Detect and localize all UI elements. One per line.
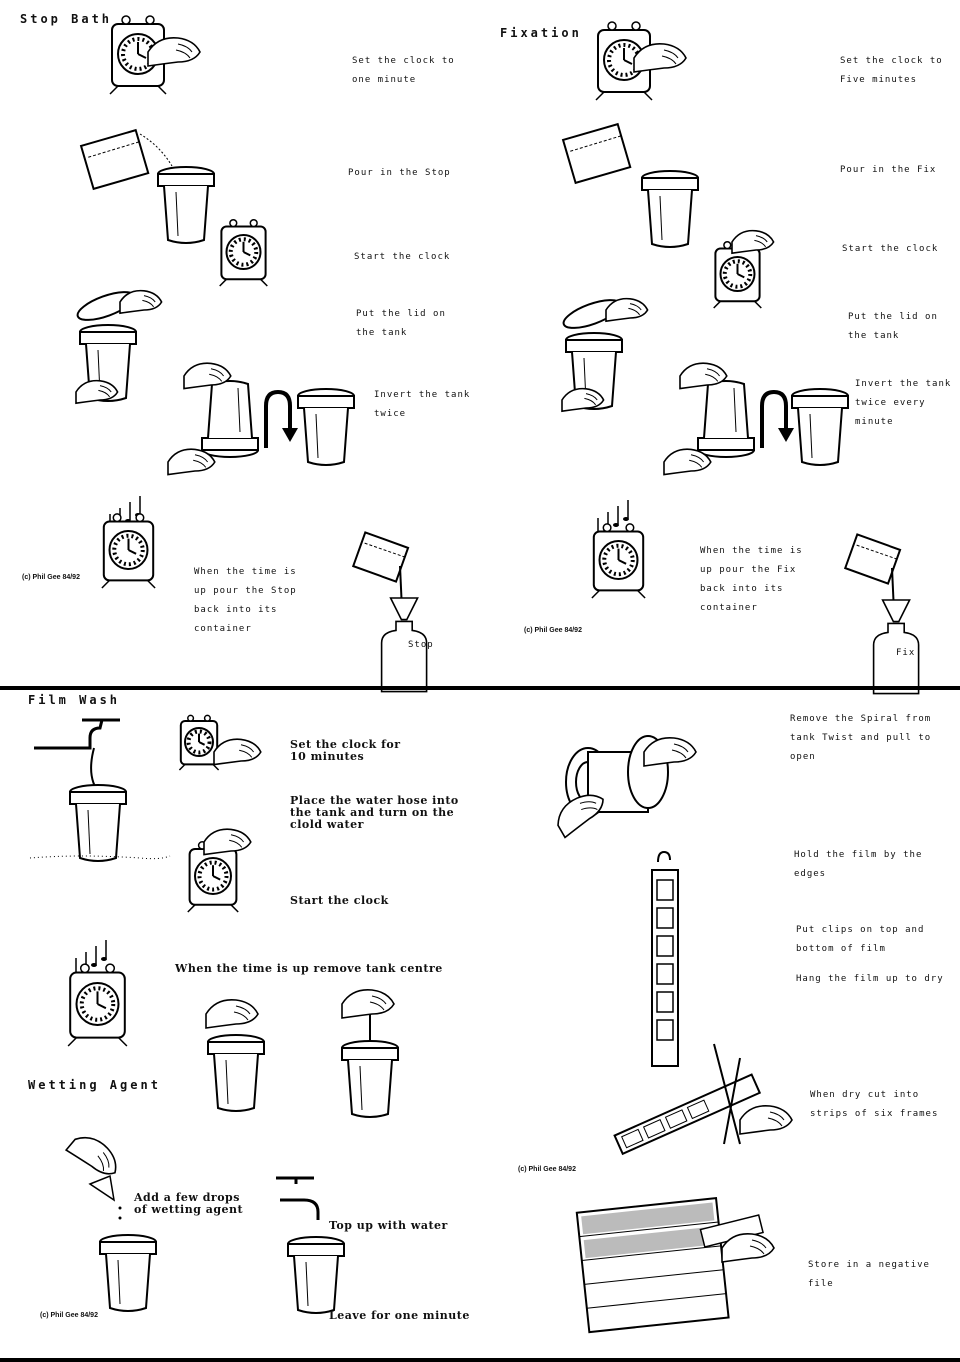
- drying-spiral-illustration: [550, 712, 697, 839]
- stop-bath-container-label: Stop: [408, 640, 434, 650]
- stop-bath-step-1: Set the clock to one minute: [352, 56, 455, 85]
- drying-step-4: Hang the film up to dry: [796, 974, 944, 984]
- stop-bath-return-illustration: [346, 524, 428, 693]
- fixation-step-6: When the time is up pour the Fix back in…: [700, 546, 803, 613]
- fixation-pour-illustration: [561, 122, 699, 248]
- wetting-agent-step-1: Add a few drops of wetting agent: [134, 1191, 244, 1216]
- film-wash-step-3: Start the clock: [290, 894, 389, 907]
- drying-cut-strips-illustration: [610, 1044, 793, 1164]
- film-wash-tap-tank-illustration: [20, 708, 190, 862]
- film-wash-remove-centre-illustration-2: [341, 988, 399, 1118]
- stop-bath-pour-illustration: [79, 128, 215, 244]
- drying-step-3: Put clips on top and bottom of film: [796, 925, 925, 954]
- wetting-agent-copyright: (c) Phil Gee 84/92: [40, 1312, 98, 1319]
- fixation-step-3: Start the clock: [842, 244, 939, 254]
- stop-bath-heading: Stop Bath: [20, 12, 113, 26]
- wetting-agent-step-3: Leave for one minute: [329, 1309, 470, 1322]
- stop-bath-lid-illustration: [75, 289, 163, 404]
- fixation-step-2: Pour in the Fix: [840, 165, 937, 175]
- drying-step-1: Remove the Spiral from tank Twist and pu…: [790, 714, 932, 762]
- fixation-return-illustration: [838, 526, 920, 695]
- stop-bath-copyright: (c) Phil Gee 84/92: [22, 574, 80, 581]
- section-divider: [0, 686, 960, 690]
- fixation-lid-illustration: [561, 297, 649, 412]
- drying-copyright: (c) Phil Gee 84/92: [518, 1166, 576, 1173]
- film-wash-step-2: Place the water hose into the tank and t…: [290, 794, 459, 831]
- stop-bath-clock-ring-illustration: [100, 512, 158, 590]
- fixation-invert-illustration: [663, 362, 849, 476]
- drying-step-6: Store in a negative file: [808, 1260, 930, 1289]
- fixation-clock-set-illustration: [594, 20, 687, 102]
- wetting-agent-tap-illustration: [260, 1164, 345, 1314]
- drying-step-2: Hold the film by the edges: [794, 850, 923, 879]
- bottom-border: [0, 1358, 960, 1362]
- film-wash-clock-set-illustration: [177, 714, 262, 772]
- stop-bath-invert-illustration: [167, 362, 355, 476]
- film-wash-heading: Film Wash: [28, 693, 121, 707]
- fixation-clock-ring-illustration: [590, 522, 647, 600]
- stop-bath-start-clock-illustration: [217, 217, 269, 288]
- fixation-step-5: Invert the tank twice every minute: [855, 379, 952, 427]
- film-wash-step-4: When the time is up remove tank centre: [175, 962, 443, 975]
- fixation-heading: Fixation: [500, 26, 582, 40]
- drying-step-5: When dry cut into strips of six frames: [810, 1090, 939, 1119]
- wetting-agent-step-2: Top up with water: [329, 1219, 448, 1232]
- fixation-copyright: (c) Phil Gee 84/92: [524, 627, 582, 634]
- stop-bath-step-3: Start the clock: [354, 252, 451, 262]
- fixation-step-4: Put the lid on the tank: [848, 312, 938, 341]
- wetting-agent-drops-illustration: [65, 1127, 157, 1312]
- fixation-step-1: Set the clock to Five minutes: [840, 56, 943, 85]
- wetting-agent-heading: Wetting Agent: [28, 1078, 161, 1092]
- fixation-start-clock-illustration: [712, 229, 775, 310]
- stop-bath-step-4: Put the lid on the tank: [356, 309, 446, 338]
- fixation-container-label: Fix: [896, 648, 916, 658]
- stop-bath-step-5: Invert the tank twice: [374, 390, 471, 419]
- film-wash-start-clock-illustration: [186, 828, 252, 914]
- film-wash-clock-ring-illustration: [66, 962, 146, 1062]
- drying-negative-file-illustration: [572, 1182, 775, 1332]
- film-wash-remove-centre-illustration-1: [205, 998, 265, 1112]
- stop-bath-clock-set-illustration: [108, 14, 201, 96]
- drying-hanging-film-illustration: [646, 852, 686, 1072]
- stop-bath-step-6: When the time is up pour the Stop back i…: [194, 567, 297, 634]
- stop-bath-step-2: Pour in the Stop: [348, 168, 451, 178]
- film-wash-step-1: Set the clock for 10 minutes: [290, 738, 401, 763]
